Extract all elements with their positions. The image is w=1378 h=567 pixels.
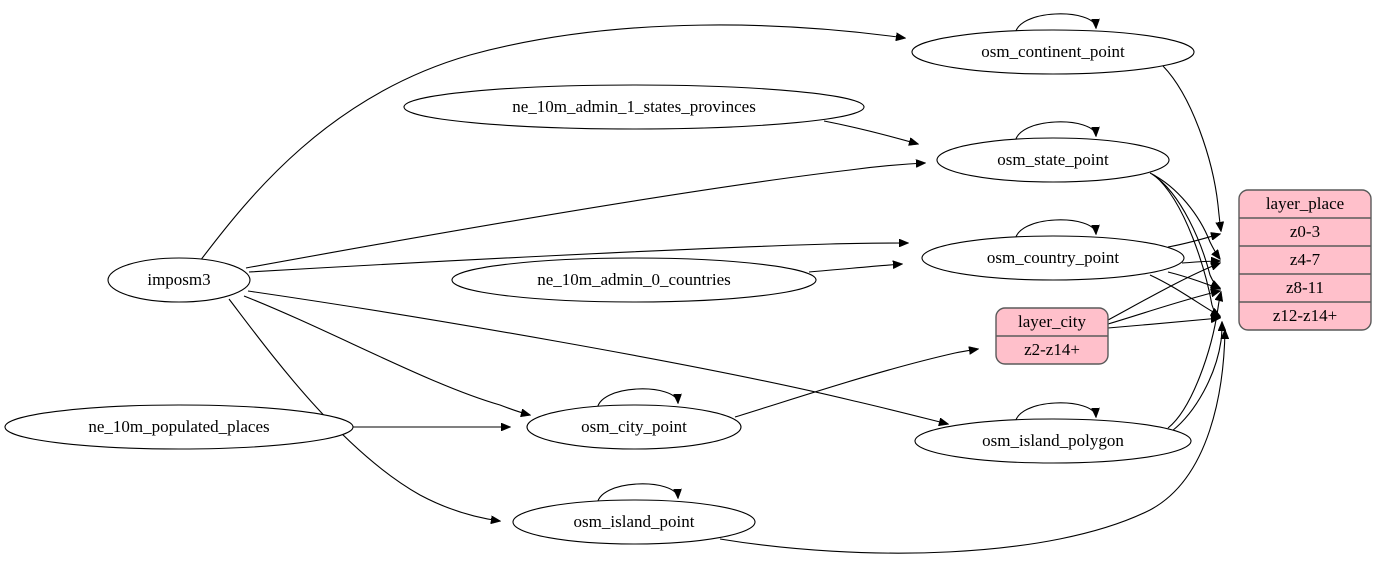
self-loop-osm-island-point xyxy=(596,483,678,507)
record-node-layer-place[interactable]: layer_place z0-3 z4-7 z8-11 z12-z14+ xyxy=(1238,189,1372,331)
edge-imposm3-to-osm-island-point xyxy=(228,298,500,521)
node-osm-continent-point[interactable]: osm_continent_point xyxy=(911,29,1195,75)
edge-osm-island-polygon-to-layer-place-z12-z14 xyxy=(1171,322,1222,432)
edge-osm-country-point-to-layer-place-z4-7 xyxy=(1181,261,1220,263)
record-title-layer-city: layer_city xyxy=(1018,312,1086,331)
node-imposm3[interactable]: imposm3 xyxy=(107,257,251,303)
edge-ne-countries-to-osm-country-point xyxy=(808,264,902,273)
edge-imposm3-to-osm-state-point xyxy=(245,163,925,269)
edge-osm-continent-point-to-layer-place-z0-3 xyxy=(1162,65,1221,231)
node-osm-island-polygon[interactable]: osm_island_polygon xyxy=(914,418,1192,464)
node-osm-city-point[interactable]: osm_city_point xyxy=(526,404,742,450)
record-node-layer-city[interactable]: layer_city z2-z14+ xyxy=(995,307,1109,365)
node-label-osm-city-point: osm_city_point xyxy=(581,417,687,436)
node-ne-10m-admin-1-states-provinces[interactable]: ne_10m_admin_1_states_provinces xyxy=(403,84,865,130)
node-osm-island-point[interactable]: osm_island_point xyxy=(512,499,756,545)
edge-imposm3-to-osm-country-point xyxy=(248,243,908,273)
edge-osm-country-point-to-layer-place-z8-11 xyxy=(1167,271,1220,289)
edge-layer xyxy=(199,13,1225,554)
node-label-ne-states: ne_10m_admin_1_states_provinces xyxy=(512,97,756,116)
edge-osm-island-polygon-to-layer-place-z8-11 xyxy=(1167,292,1221,429)
node-label-osm-island-point: osm_island_point xyxy=(574,512,695,531)
edge-imposm3-to-osm-continent-point xyxy=(199,24,905,262)
edge-osm-city-point-to-layer-city-z2-z14 xyxy=(734,349,978,418)
edge-layer-city-to-layer-place-z4-7 xyxy=(1107,263,1220,321)
node-label-osm-continent-point: osm_continent_point xyxy=(981,42,1125,61)
edge-layer-city-to-layer-place-z8-11 xyxy=(1107,291,1220,325)
node-label-imposm3: imposm3 xyxy=(147,270,210,289)
self-loop-osm-state-point xyxy=(1014,121,1096,145)
edge-ne-states-to-osm-state-point xyxy=(823,120,918,144)
edge-layer-city-to-layer-place-z12-z14 xyxy=(1107,318,1220,329)
edge-imposm3-to-osm-island-polygon xyxy=(247,290,948,424)
node-osm-country-point[interactable]: osm_country_point xyxy=(921,235,1185,281)
edge-osm-state-point-to-layer-place-z8-11 xyxy=(1151,173,1220,288)
node-ne-10m-admin-0-countries[interactable]: ne_10m_admin_0_countries xyxy=(451,257,817,303)
node-label-osm-island-polygon: osm_island_polygon xyxy=(982,431,1124,450)
record-row-layer-place-3[interactable]: z12-z14+ xyxy=(1273,306,1337,325)
node-osm-state-point[interactable]: osm_state_point xyxy=(936,137,1170,183)
edge-imposm3-to-osm-city-point xyxy=(243,295,530,415)
node-layer: imposm3 ne_10m_admin_1_states_provinces … xyxy=(4,29,1195,545)
record-title-layer-place: layer_place xyxy=(1266,194,1344,213)
record-row-layer-place-1[interactable]: z4-7 xyxy=(1290,250,1321,269)
edge-osm-country-point-to-layer-place-z0-3 xyxy=(1167,234,1220,248)
edge-osm-country-point-to-layer-place-z12-z14 xyxy=(1149,274,1220,316)
node-label-osm-country-point: osm_country_point xyxy=(987,248,1119,267)
node-label-ne-countries: ne_10m_admin_0_countries xyxy=(537,270,731,289)
edge-osm-state-point-to-layer-place-z4-7 xyxy=(1149,172,1220,259)
self-loop-osm-island-polygon xyxy=(1014,402,1096,426)
record-row-layer-city-0[interactable]: z2-z14+ xyxy=(1024,340,1080,359)
node-ne-10m-populated-places[interactable]: ne_10m_populated_places xyxy=(4,404,354,450)
self-loop-osm-country-point xyxy=(1014,219,1096,243)
record-row-layer-place-2[interactable]: z8-11 xyxy=(1286,278,1324,297)
edge-osm-island-point-to-layer-place-z12-z14 xyxy=(719,330,1225,554)
node-label-ne-populated: ne_10m_populated_places xyxy=(88,417,269,436)
self-loop-osm-city-point xyxy=(596,388,678,412)
record-row-layer-place-0[interactable]: z0-3 xyxy=(1290,222,1320,241)
self-loop-osm-continent-point xyxy=(1014,13,1096,37)
node-label-osm-state-point: osm_state_point xyxy=(997,150,1109,169)
